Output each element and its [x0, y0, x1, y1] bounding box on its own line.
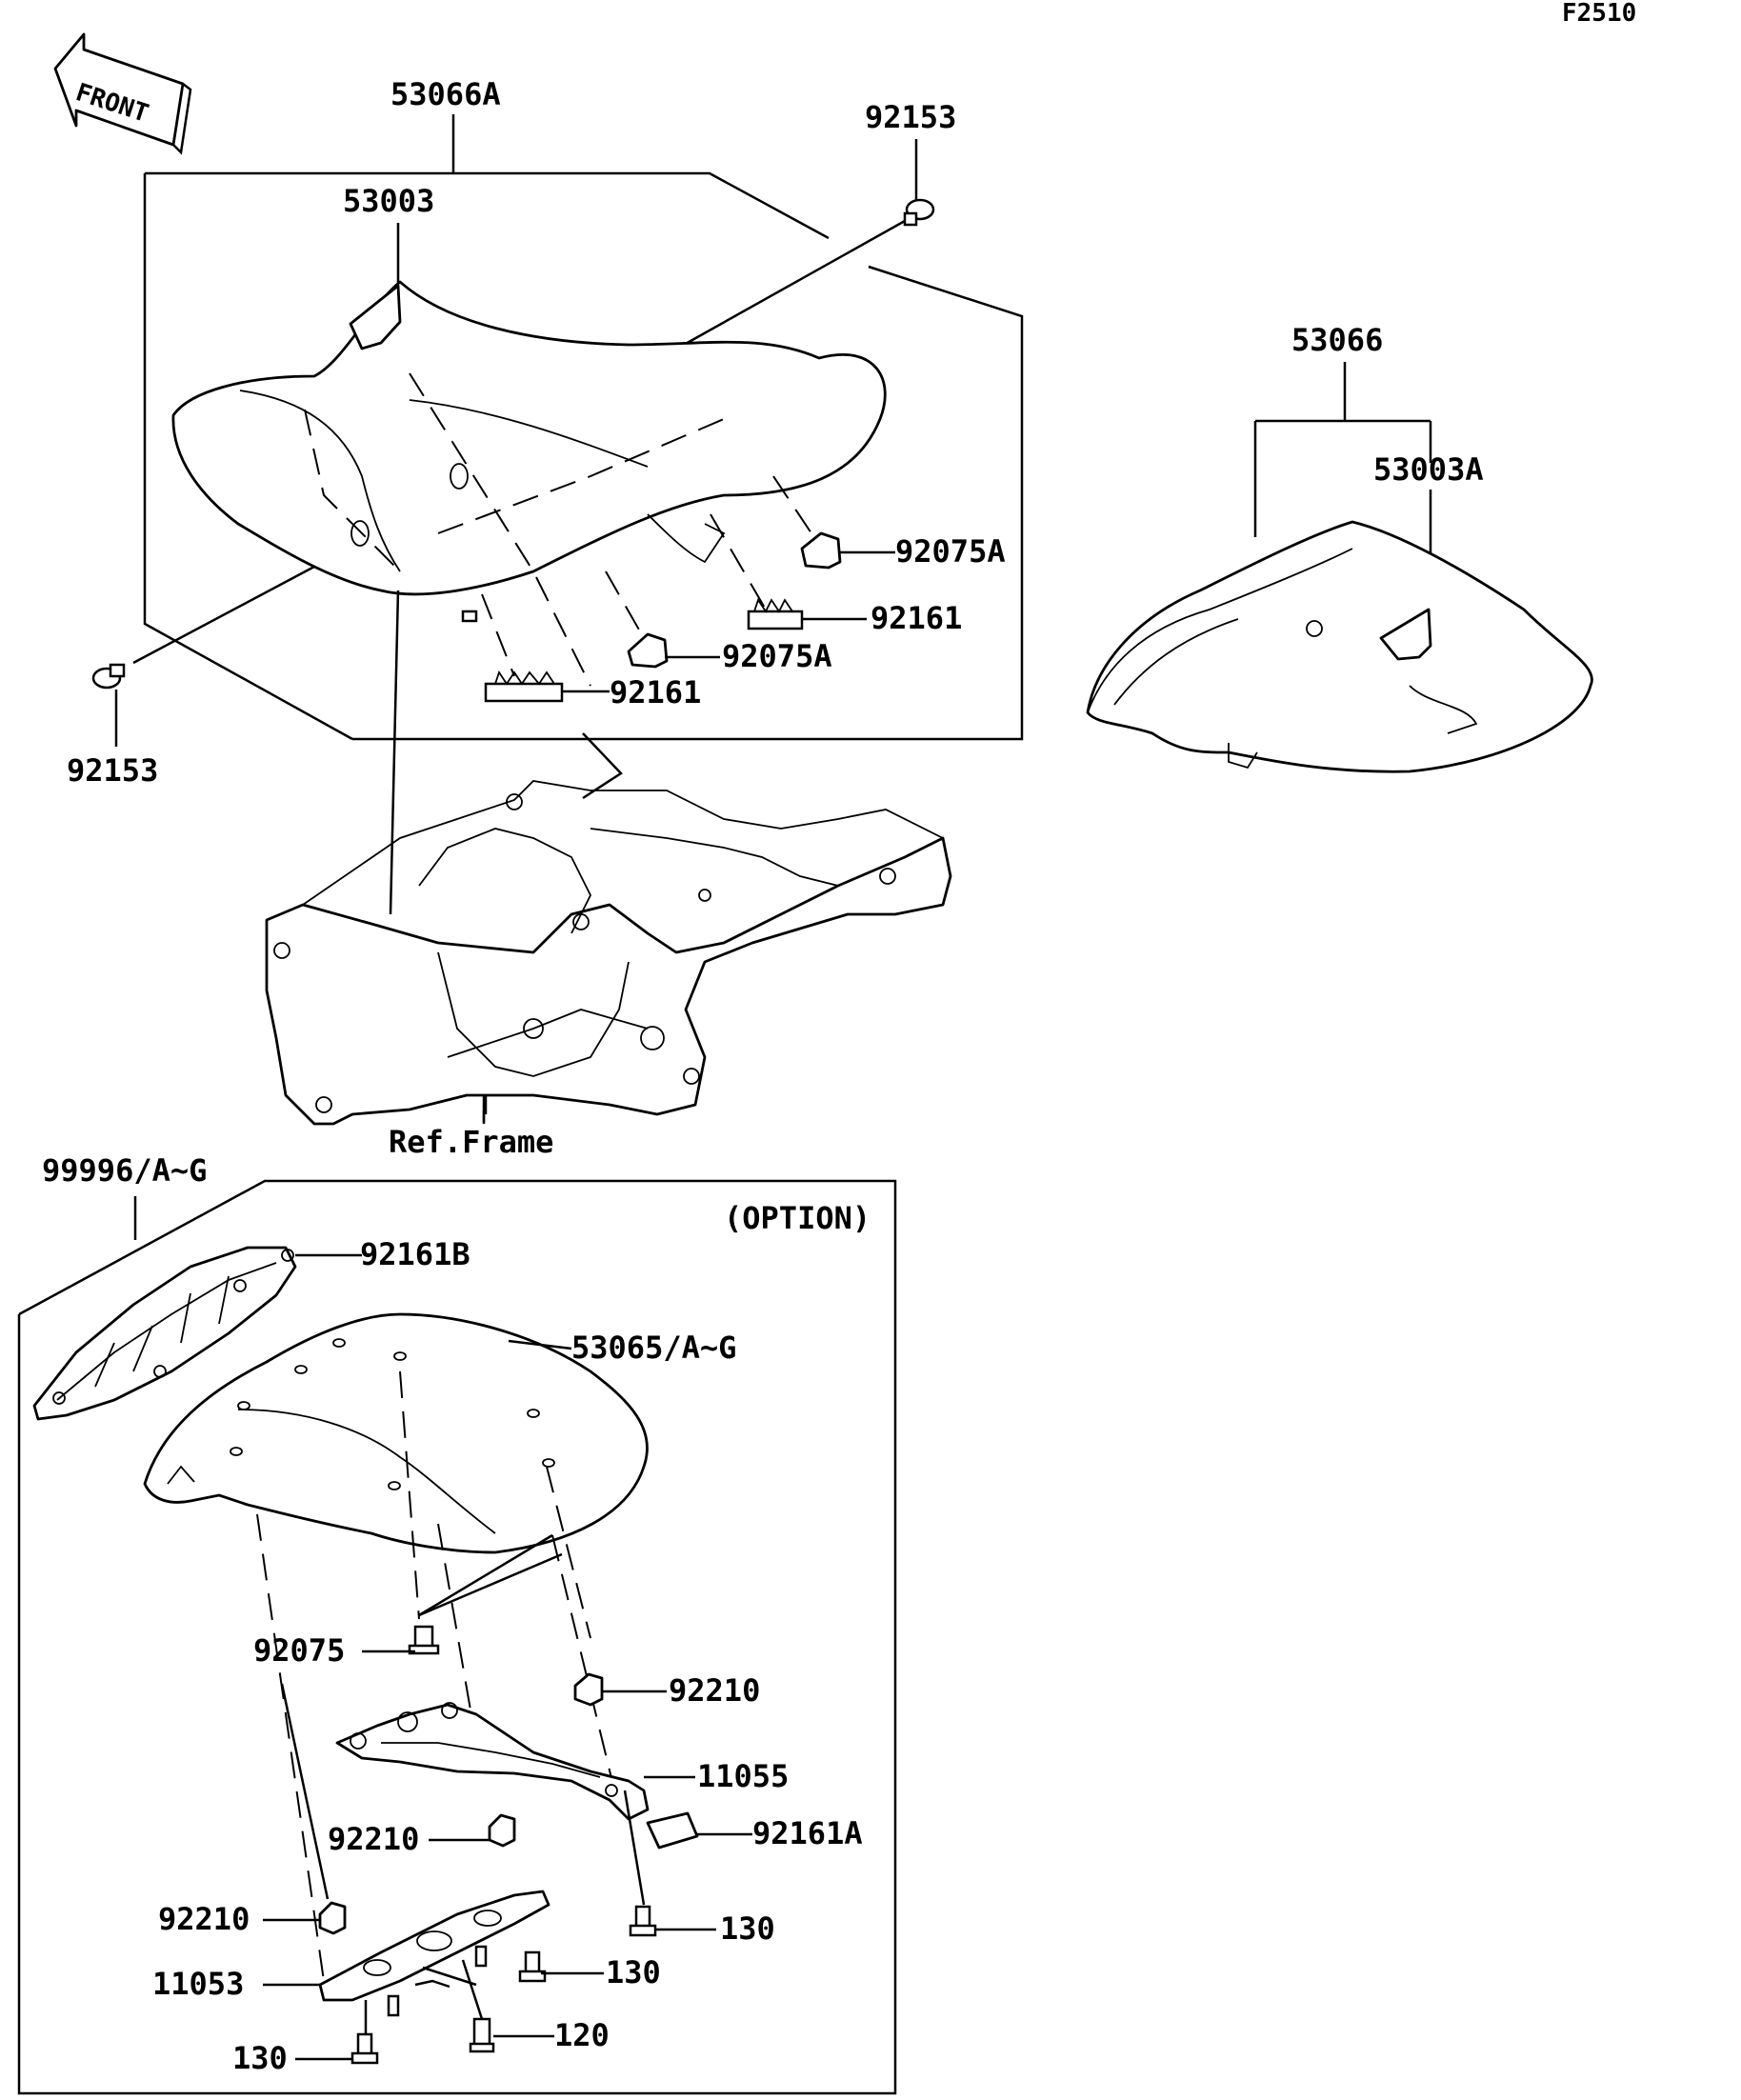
damper-92161-left-icon	[484, 670, 564, 703]
label-92075A-2: 92075A	[722, 638, 832, 674]
cushion-92075A-mid-icon	[627, 632, 669, 669]
rider-seat-53066A	[171, 280, 887, 623]
cushion-92075-icon	[408, 1625, 440, 1655]
label-92075: 92075	[253, 1632, 345, 1669]
bolt-130-3-icon	[350, 2032, 379, 2065]
label-92161-1: 92161	[870, 600, 962, 636]
passenger-seat-53066	[1086, 520, 1593, 773]
bolt-130-1-icon	[629, 1905, 657, 1937]
label-92210-2: 92210	[328, 1821, 419, 1857]
diagram-code: F2510	[1562, 0, 1636, 28]
label-11053: 11053	[152, 1966, 244, 2002]
damper-92161A-icon	[646, 1811, 699, 1850]
label-92153-top: 92153	[865, 99, 956, 135]
bolt-120-icon	[469, 2017, 495, 2053]
bracket-11055	[335, 1702, 650, 1821]
label-99996: 99996/A~G	[42, 1152, 207, 1189]
front-arrow-icon: FRONT	[53, 32, 192, 155]
cushion-92075A-right-icon	[800, 531, 842, 570]
option-label: (OPTION)	[724, 1200, 870, 1236]
damper-92161-right-icon	[747, 597, 804, 630]
ref-frame-label: Ref.Frame	[389, 1124, 553, 1160]
label-92161-2: 92161	[610, 674, 701, 710]
label-11055: 11055	[697, 1758, 789, 1794]
label-130-1: 130	[720, 1910, 775, 1947]
seat-cowl-99996	[32, 1246, 297, 1421]
label-53066A: 53066A	[390, 76, 501, 112]
nut-92210-3-icon	[318, 1901, 347, 1935]
label-120: 120	[554, 2017, 610, 2053]
bracket-11053	[318, 1890, 550, 2017]
label-53003A: 53003A	[1373, 451, 1484, 488]
label-53066: 53066	[1291, 322, 1383, 358]
label-92075A-1: 92075A	[895, 533, 1006, 570]
seat-pad-53065	[143, 1312, 649, 1554]
label-92153-bottom: 92153	[67, 752, 158, 789]
label-92210-1: 92210	[669, 1672, 760, 1709]
label-53065: 53065/A~G	[571, 1330, 736, 1366]
bolt-130-2-icon	[518, 1950, 547, 1983]
nut-92210-2-icon	[488, 1813, 516, 1848]
label-92161B: 92161B	[360, 1236, 470, 1272]
bolt-92153-bottom-icon	[91, 663, 126, 690]
label-130-3: 130	[232, 2040, 288, 2076]
nut-92210-1-icon	[573, 1672, 604, 1707]
rear-frame-ref	[265, 780, 952, 1126]
label-92210-3: 92210	[158, 1901, 250, 1937]
bolt-92153-top-icon	[903, 198, 935, 227]
label-92161A: 92161A	[752, 1815, 863, 1851]
label-53003: 53003	[343, 183, 434, 219]
label-130-2: 130	[606, 1954, 661, 1990]
